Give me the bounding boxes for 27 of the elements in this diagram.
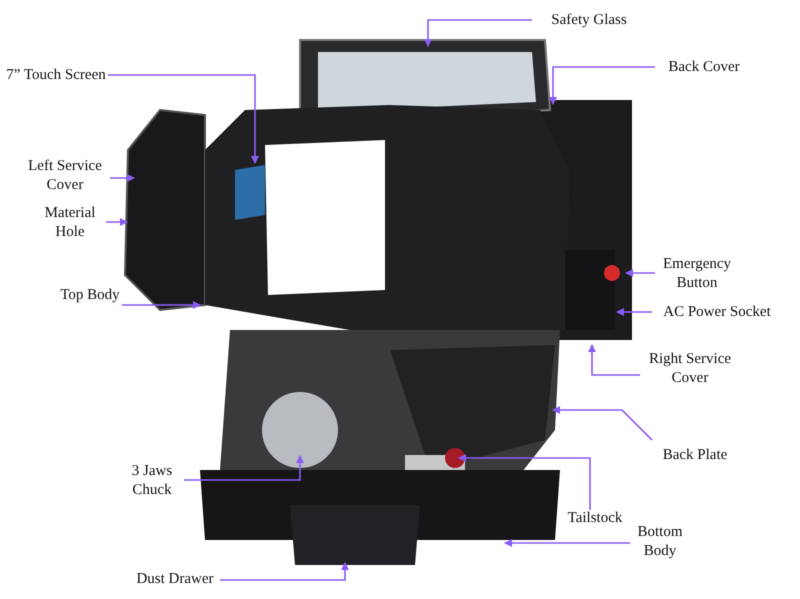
leader-line xyxy=(616,308,652,316)
callout-label: AC Power Socket xyxy=(654,303,780,322)
leader-line xyxy=(108,74,259,164)
leader-line xyxy=(588,344,640,376)
callout-label: Bottom Body xyxy=(630,523,690,561)
callout-label: Left Service Cover xyxy=(20,157,110,195)
callout-label: Back Cover xyxy=(658,58,750,77)
callout-label: Material Hole xyxy=(34,204,106,242)
leader-line xyxy=(549,66,655,105)
leader-line xyxy=(458,454,591,510)
leader-line xyxy=(220,562,349,581)
callout-label: Tailstock xyxy=(560,509,630,528)
callout-label: Top Body xyxy=(60,286,120,305)
leader-line xyxy=(110,174,135,182)
callout-label: Safety Glass xyxy=(534,11,644,30)
leader-line xyxy=(424,19,532,47)
leader-line xyxy=(552,406,653,441)
leader-line xyxy=(122,301,201,309)
leader-line xyxy=(106,218,128,226)
callout-label: Right Service Cover xyxy=(640,350,740,388)
callout-label: 3 Jaws Chuck xyxy=(120,462,184,500)
leader-line xyxy=(625,269,655,277)
leader-line xyxy=(504,539,630,547)
callout-label: Dust Drawer xyxy=(130,570,220,589)
callout-label: Back Plate xyxy=(650,446,740,465)
callout-label: 7” Touch Screen xyxy=(2,66,110,85)
callout-label: Emergency Button xyxy=(652,255,742,293)
